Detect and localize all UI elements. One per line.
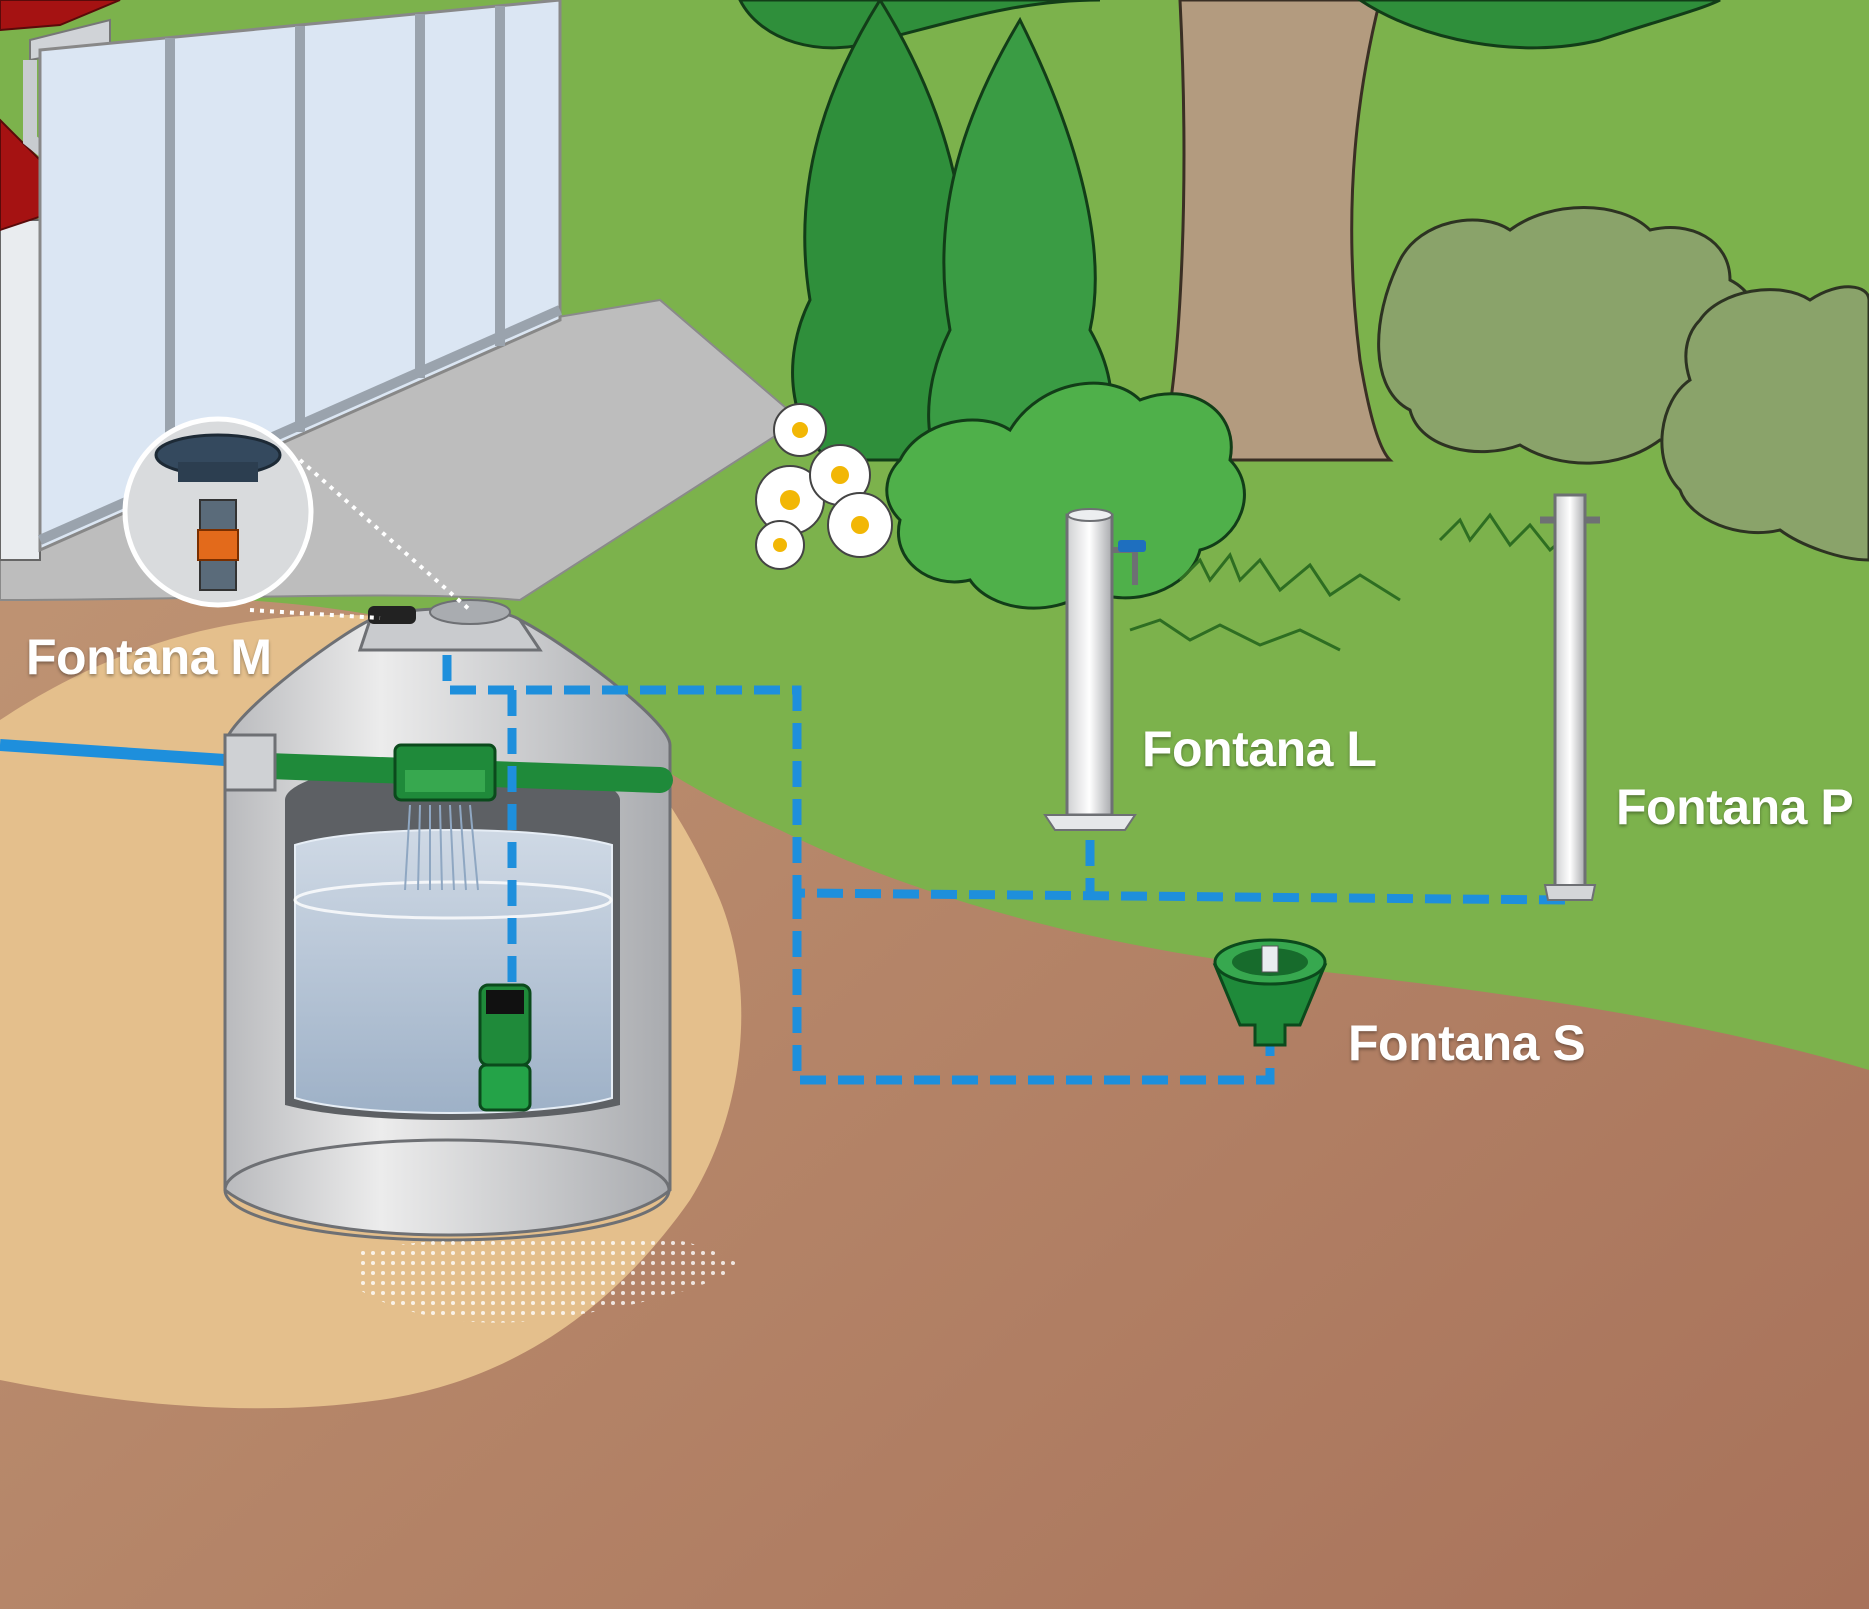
grass-tufts — [1129, 512, 1581, 652]
tree-trunk — [1158, 0, 1394, 462]
inlet-pipe — [0, 739, 226, 766]
supply-lines — [442, 655, 1566, 1085]
tank-opening — [429, 599, 511, 625]
daisy-icon — [755, 403, 893, 570]
label-fontana-m: Fontana M — [26, 629, 272, 685]
leafy-bush — [885, 381, 1246, 610]
roof-top — [0, 0, 121, 32]
fontana-m-detail — [122, 416, 472, 620]
tap-handle — [1118, 540, 1146, 552]
house — [0, 0, 563, 561]
label-fontana-l: Fontana L — [1142, 721, 1377, 777]
filter-drip — [404, 804, 479, 891]
house-wall — [0, 219, 41, 561]
filter-basket-grid — [405, 770, 485, 792]
fontana-s-well — [1212, 938, 1328, 1047]
gravel-bed — [360, 1235, 740, 1323]
fontana-l-post — [1043, 508, 1146, 831]
label-fontana-s: Fontana S — [1348, 1015, 1586, 1071]
water — [294, 829, 613, 1114]
bush-icon — [1377, 206, 1869, 562]
submersible-pump-icon — [478, 983, 532, 1112]
tank-lid — [368, 606, 416, 624]
inlet-coupler — [223, 733, 277, 792]
fontana-p-post — [1540, 493, 1600, 901]
rainwater-tank — [223, 599, 673, 1242]
label-fontana-p: Fontana P — [1616, 779, 1854, 835]
